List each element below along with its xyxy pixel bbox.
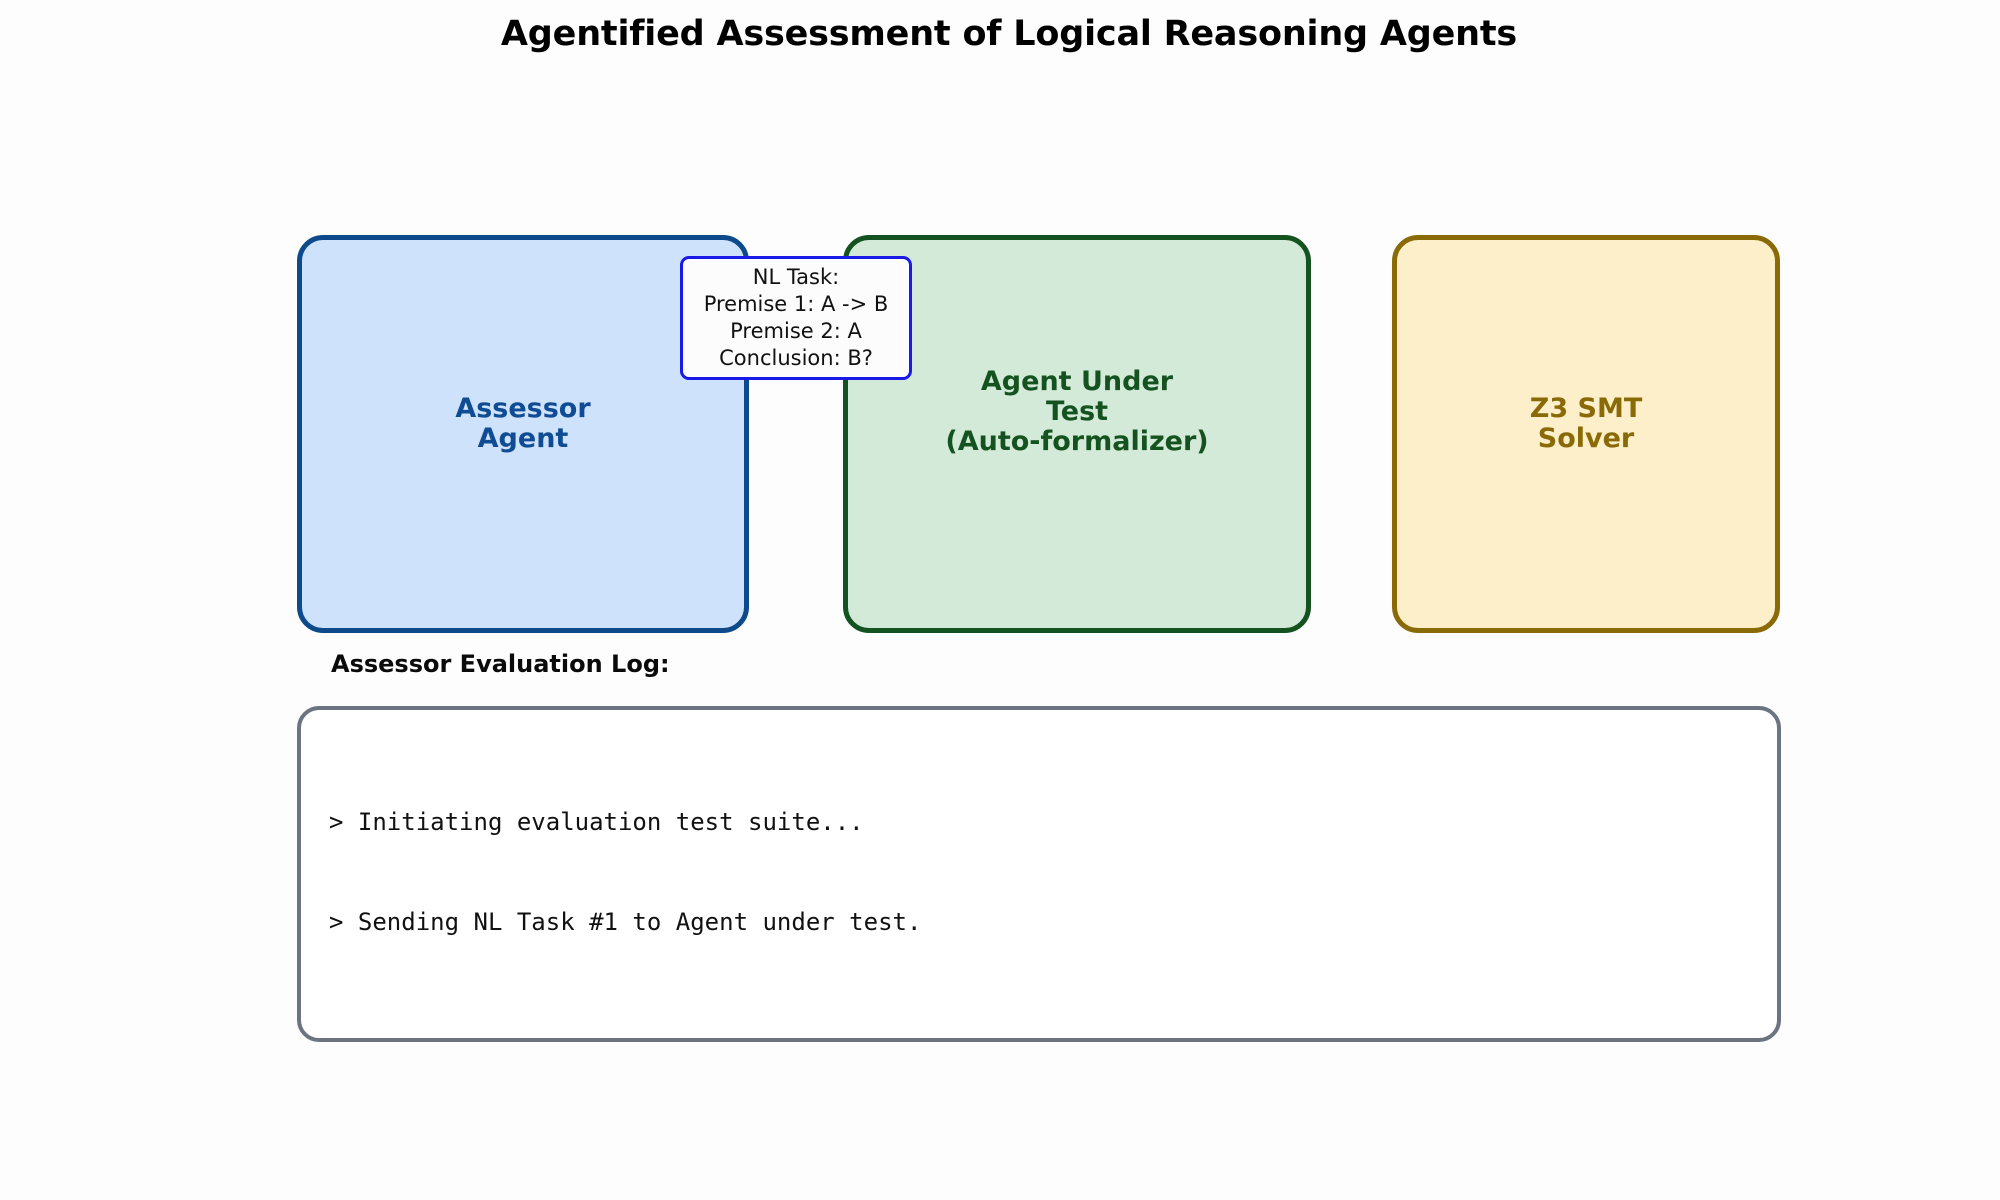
message-line-premise-2: Premise 2: A (730, 319, 862, 343)
nl-task-message-bubble: NL Task: Premise 1: A -> B Premise 2: A … (680, 256, 912, 380)
page-title: Agentified Assessment of Logical Reasoni… (500, 14, 1518, 54)
log-line: > Initiating evaluation test suite... (329, 808, 864, 837)
message-line-premise-1: Premise 1: A -> B (703, 292, 889, 317)
agent-box-z3-smt-solver[interactable]: Z3 SMT Solver (1392, 235, 1780, 633)
evaluation-log-lines: > Initiating evaluation test suite... > … (329, 740, 1749, 1005)
agent-box-label-assessor-agent: Assessor Agent (455, 392, 591, 454)
agent-box-label-z3-smt-solver: Z3 SMT Solver (1529, 392, 1643, 454)
agent-box-agent-under-test[interactable]: Agent Under Test (Auto-formalizer) (843, 235, 1311, 633)
evaluation-log-panel[interactable]: > Initiating evaluation test suite... > … (297, 706, 1781, 1042)
log-line: > Sending NL Task #1 to Agent under test… (329, 907, 922, 936)
agent-box-label-agent-under-test: Agent Under Test (Auto-formalizer) (945, 365, 1209, 458)
evaluation-log-label: Assessor Evaluation Log: (331, 650, 670, 678)
agent-box-assessor-agent[interactable]: Assessor Agent (297, 235, 749, 633)
message-line-conclusion: Conclusion: B? (719, 345, 873, 370)
message-line-title: NL Task: (752, 265, 840, 290)
